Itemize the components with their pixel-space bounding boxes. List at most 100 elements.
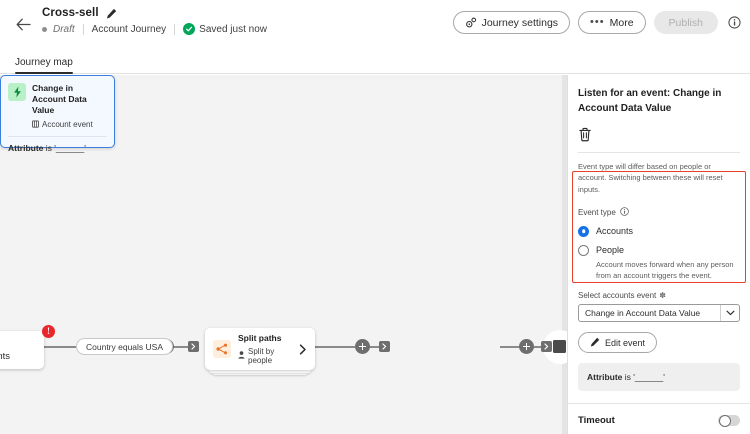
timeout-toggle-knob [718,414,731,427]
publish-label: Publish [668,16,703,29]
source-node[interactable]: accounts [0,331,44,369]
split-paths-node[interactable]: Split paths Split by people [205,328,315,370]
attribute-card-prefix: Attribute [587,372,623,383]
timeout-section: Timeout Define the amount of time the Jo… [568,404,750,434]
journey-title-block: Cross-sell Draft Account Journey [42,7,267,35]
info-circle-icon[interactable] [726,15,742,31]
panel-note: Event type will differ based on people o… [578,162,723,194]
app-header: Cross-sell Draft Account Journey [0,0,750,48]
connector-line-1 [44,346,78,348]
radio-accounts-indicator[interactable] [578,225,589,237]
panel-header: Listen for an event: Change in Account D… [568,75,750,153]
split-node-subtitle: Split by people [248,346,275,365]
add-step-button-3[interactable] [519,339,534,354]
person-icon [238,350,245,361]
event-node-selected[interactable]: Change in Account Data Value Account eve… [0,75,115,153]
split-node-stack-front [209,368,311,373]
panel-divider-2 [568,403,750,405]
meta-divider-2 [174,23,176,35]
header-actions: Journey settings ••• More Publish [452,11,742,34]
radio-option-accounts[interactable]: Accounts [578,225,740,237]
info-circle-icon[interactable] [620,206,629,218]
publish-button[interactable]: Publish [653,11,718,34]
connector-line-6 [500,346,519,348]
event-node-divider [8,135,107,137]
event-type-label-row: Event type [578,206,740,218]
canvas-scrollbar[interactable] [562,75,567,434]
attribute-condition-card[interactable]: Attribute is '______' [578,363,740,392]
arrow-left-icon [16,18,31,31]
edit-event-button[interactable]: Edit event [578,332,658,354]
chevron-down-icon[interactable] [720,305,739,322]
check-circle-icon [183,23,196,35]
pencil-icon [590,337,600,349]
meta-divider [82,23,84,35]
condition-pill-label: Country equals USA [86,341,164,352]
radio-people-indicator[interactable] [578,244,589,256]
panel-divider [578,152,740,153]
edit-event-label: Edit event [605,337,646,348]
attribute-card-text: is '______' [622,372,665,383]
radio-people-help: Account moves forward when any person fr… [596,259,734,280]
select-accounts-event-value: Change in Account Data Value [585,308,701,319]
journey-canvas[interactable]: accounts ! Country equals USA [0,75,567,434]
select-accounts-event-label-row: Select accounts event ✽ [578,291,740,300]
radio-option-people[interactable]: People [578,244,740,256]
stop-square-icon[interactable] [553,340,566,353]
select-accounts-event-label: Select accounts event [578,291,657,301]
event-node-attribute-prefix: Attribute [8,142,44,153]
connector-line-4 [315,346,355,348]
tab-journey-map[interactable]: Journey map [15,57,73,74]
add-step-button-2[interactable] [355,339,370,354]
split-node-subtitle-row: Split by people [238,347,297,365]
back-button[interactable] [8,9,38,39]
split-node-stack-back [213,371,307,375]
journey-settings-button[interactable]: Journey settings [452,11,571,34]
page-title: Cross-sell [42,7,99,19]
event-node-attribute: Attribute is '______' [1,137,114,153]
trash-icon[interactable] [578,125,596,143]
journey-meta-row: Draft Account Journey Saved just now [42,23,267,35]
gear-settings-icon [465,17,477,29]
condition-pill[interactable]: Country equals USA [76,338,174,355]
timeout-label: Timeout [578,415,615,427]
event-node-attribute-text: is '______' [43,142,86,153]
alert-exclamation-icon[interactable]: ! [42,325,55,338]
connector-line-5 [368,346,386,348]
event-properties-panel: Listen for an event: Change in Account D… [567,75,750,434]
saved-status: Saved just now [183,23,267,35]
more-button[interactable]: ••• More [578,11,646,34]
ellipsis-icon: ••• [590,16,605,28]
source-node-label: accounts [0,351,11,362]
event-node-subtitle-row: Account event [32,120,107,130]
split-paths-icon [213,340,231,358]
branch-chip-2[interactable] [379,341,390,352]
tab-bar: Journey map [0,48,750,74]
status-badge: Draft [53,23,75,35]
event-node-subtitle: Account event [42,120,93,130]
status-dot-icon [42,26,47,32]
pencil-icon[interactable] [106,8,117,19]
more-label: More [609,16,634,29]
branch-chip-1[interactable] [188,341,199,352]
tab-journey-map-label: Journey map [15,57,73,68]
journey-type-label: Account Journey [91,23,167,35]
radio-accounts-label: Accounts [596,226,634,237]
event-type-label: Event type [578,207,616,217]
panel-title: Listen for an event: Change in Account D… [578,88,722,114]
timeout-toggle[interactable] [718,414,740,427]
required-marker: ✽ [659,291,666,301]
alert-glyph: ! [47,326,50,336]
split-node-title: Split paths [238,333,282,344]
select-accounts-event[interactable]: Change in Account Data Value [578,304,740,323]
saved-label: Saved just now [199,23,267,35]
lightning-bolt-icon [8,83,26,101]
branch-chip-3[interactable] [541,341,552,352]
journey-settings-label: Journey settings [481,16,559,29]
chevron-right-icon[interactable] [299,343,307,355]
connector-line-7 [530,346,546,348]
event-node-title: Change in Account Data Value [32,83,87,116]
connector-line-3 [173,346,193,348]
radio-people-label: People [596,245,625,256]
